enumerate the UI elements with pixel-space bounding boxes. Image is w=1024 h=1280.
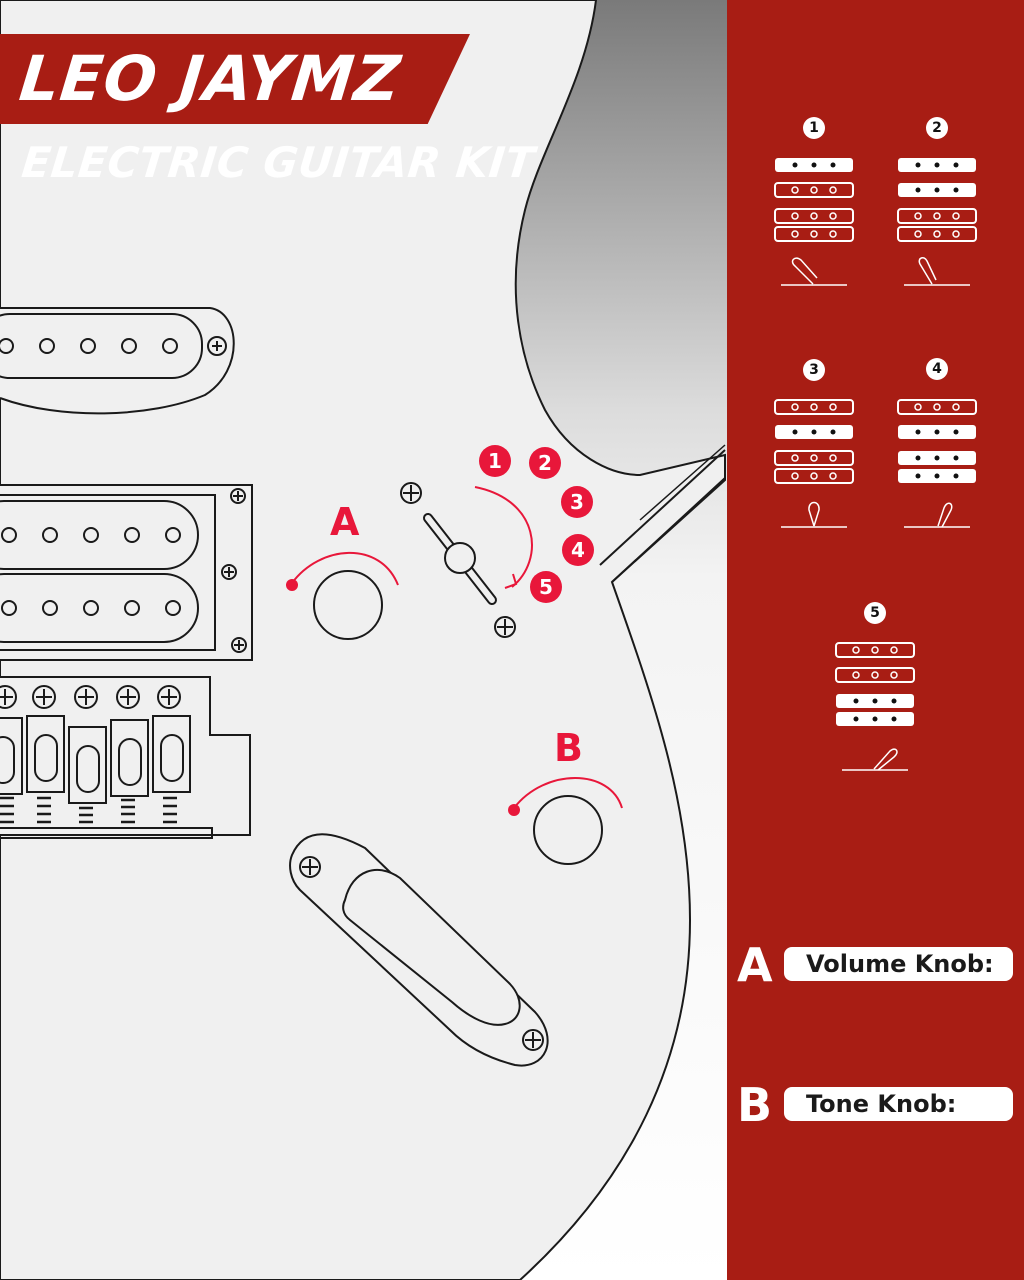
position-2-diagram bbox=[897, 158, 977, 286]
legend-b-label: Tone Knob: bbox=[806, 1090, 957, 1118]
switch-marker-1: 1 bbox=[488, 449, 502, 473]
legend-b-letter: B bbox=[737, 1078, 773, 1132]
volume-marker-letter: A bbox=[330, 500, 360, 544]
position-3-diagram bbox=[774, 399, 854, 528]
tone-marker-letter: B bbox=[554, 726, 583, 770]
brand-name: LEO JAYMZ bbox=[16, 42, 405, 115]
switch-position-markers bbox=[479, 445, 594, 603]
position-1-number: 1 bbox=[803, 117, 825, 139]
pickup-position-panel bbox=[727, 0, 1024, 1280]
position-2-number: 2 bbox=[926, 117, 948, 139]
legend-a-letter: A bbox=[737, 938, 773, 992]
position-4-diagram bbox=[897, 399, 977, 528]
title-banner bbox=[0, 34, 470, 124]
neck-pickup bbox=[0, 307, 235, 415]
tone-knob bbox=[508, 777, 623, 865]
pickup-selector-switch bbox=[400, 482, 533, 638]
legend-a-label: Volume Knob: bbox=[806, 950, 994, 978]
switch-marker-4: 4 bbox=[571, 538, 585, 562]
legend-b-pill bbox=[784, 1087, 1013, 1121]
position-4-number: 4 bbox=[926, 358, 948, 380]
tremolo-bridge bbox=[0, 676, 251, 839]
switch-marker-2: 2 bbox=[538, 451, 552, 475]
humbucker-pickup bbox=[0, 484, 253, 661]
switch-marker-5: 5 bbox=[539, 575, 553, 599]
position-1-diagram bbox=[774, 158, 854, 286]
volume-knob bbox=[286, 551, 399, 640]
pickup-position-diagrams bbox=[774, 158, 977, 771]
position-5-number: 5 bbox=[864, 602, 886, 624]
product-subtitle: ELECTRIC GUITAR KIT bbox=[19, 138, 537, 187]
jack-plate bbox=[289, 833, 549, 1067]
position-3-number: 3 bbox=[803, 359, 825, 381]
switch-marker-3: 3 bbox=[570, 490, 584, 514]
position-5-diagram bbox=[835, 642, 915, 771]
legend-a-pill bbox=[784, 947, 1013, 981]
guitar-neck-edge bbox=[599, 449, 726, 583]
